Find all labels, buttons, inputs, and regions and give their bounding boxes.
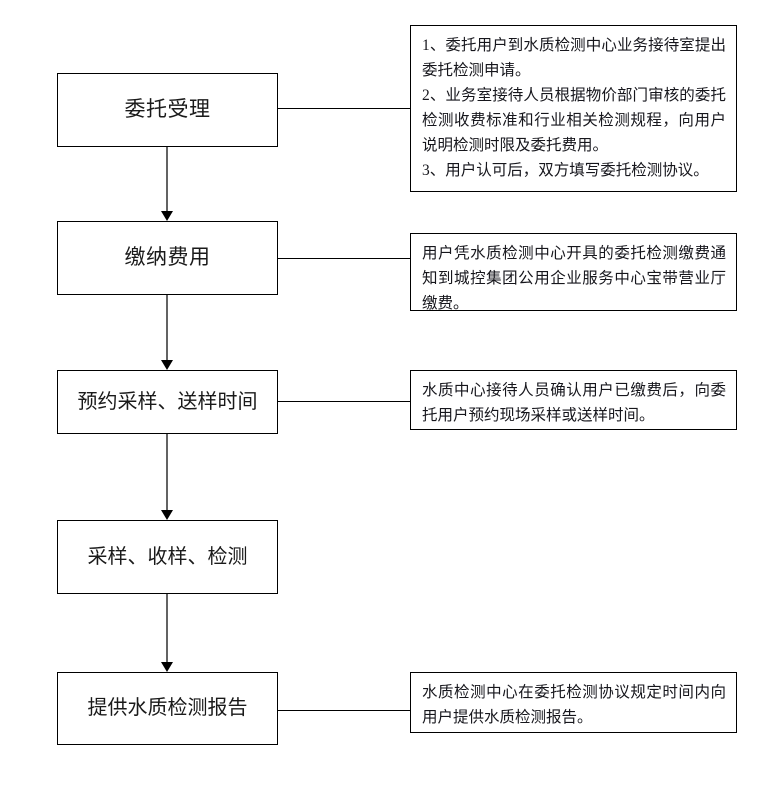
note-text-3: 水质中心接待人员确认用户已缴费后，向委托用户预约现场采样或送样时间。: [422, 382, 726, 424]
process-box-step-2[interactable]: 缴纳费用: [57, 221, 278, 295]
process-box-step-5[interactable]: 提供水质检测报告: [57, 672, 278, 745]
process-box-step-4[interactable]: 采样、收样、检测: [57, 520, 278, 594]
note-box-1[interactable]: 1、委托用户到水质检测中心业务接待室提出委托检测申请。 2、业务室接待人员根据物…: [410, 25, 737, 192]
arrow-head-icon: [161, 510, 173, 520]
note-box-2[interactable]: 用户凭水质检测中心开具的委托检测缴费通知到城控集团公用企业服务中心宝带营业厅缴费…: [410, 233, 737, 312]
arrow-head-icon: [161, 360, 173, 370]
process-label-step-3: 预约采样、送样时间: [77, 390, 258, 413]
note-text-2: 用户凭水质检测中心开具的委托检测缴费通知到城控集团公用企业服务中心宝带营业厅缴费…: [422, 245, 726, 312]
arrow-stem: [166, 295, 168, 361]
process-box-step-1[interactable]: 委托受理: [57, 73, 278, 147]
note-text-1: 1、委托用户到水质检测中心业务接待室提出委托检测申请。 2、业务室接待人员根据物…: [422, 37, 726, 179]
flow-arrow-step2-to-step3: [161, 295, 174, 370]
arrow-stem: [166, 147, 168, 212]
process-label-step-2: 缴纳费用: [124, 245, 211, 269]
process-label-step-4: 采样、收样、检测: [87, 545, 248, 568]
flow-arrow-step3-to-step4: [161, 434, 174, 520]
arrow-stem: [166, 434, 168, 511]
process-label-step-5: 提供水质检测报告: [87, 697, 248, 719]
arrow-head-icon: [161, 211, 173, 221]
note-link-line-step1: [278, 108, 410, 109]
process-box-step-3[interactable]: 预约采样、送样时间: [57, 370, 278, 434]
arrow-stem: [166, 594, 168, 663]
note-box-3[interactable]: 水质中心接待人员确认用户已缴费后，向委托用户预约现场采样或送样时间。: [410, 370, 737, 430]
note-link-line-step3: [278, 401, 410, 402]
flow-arrow-step1-to-step2: [161, 147, 174, 221]
note-link-line-step2: [278, 258, 410, 259]
process-label-step-1: 委托受理: [124, 97, 211, 121]
note-link-line-step5: [278, 710, 410, 711]
flow-arrow-step4-to-step5: [161, 594, 174, 672]
note-text-5: 水质检测中心在委托检测协议规定时间内向用户提供水质检测报告。: [422, 684, 726, 726]
note-box-5[interactable]: 水质检测中心在委托检测协议规定时间内向用户提供水质检测报告。: [410, 672, 737, 733]
arrow-head-icon: [161, 662, 173, 672]
